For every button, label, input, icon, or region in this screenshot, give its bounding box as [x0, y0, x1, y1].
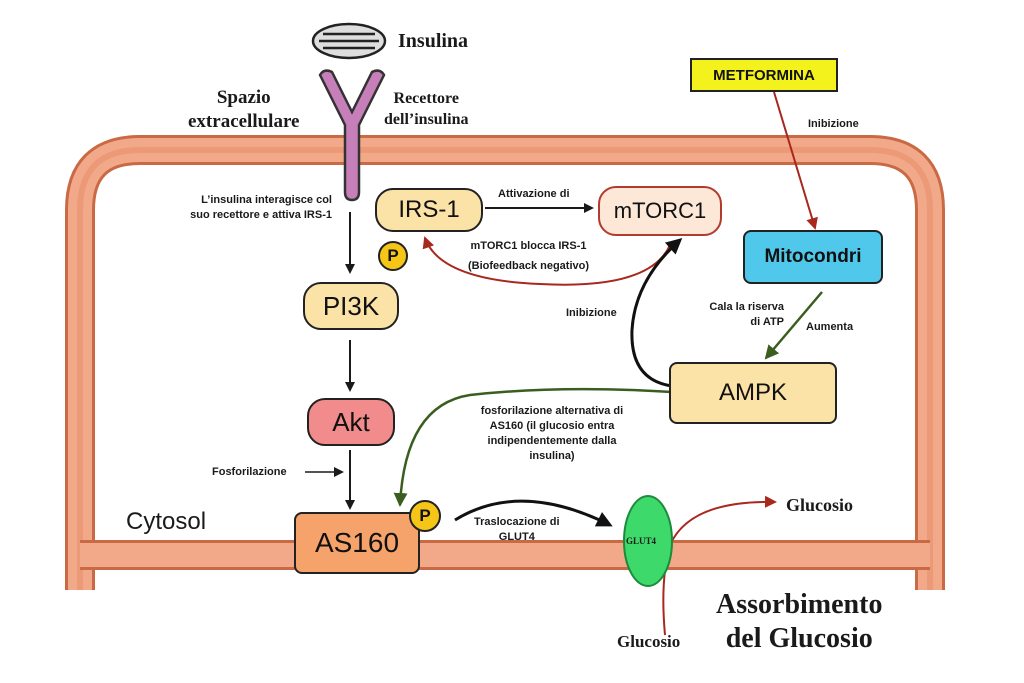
arrow-ampk-mtorc1 [630, 238, 683, 388]
activation-label: Attivazione di [498, 188, 570, 200]
insulin-note-label: L’insulina interagisce col suo recettore… [190, 194, 332, 221]
inhibition-metformin-label: Inibizione [808, 118, 859, 130]
akt-label: Akt [332, 406, 370, 437]
mtorc1-label: mTORC1 [613, 198, 707, 223]
insulin-molecule-icon [311, 22, 387, 60]
insulin-label: Insulina [398, 30, 469, 52]
as160-phosphate: P [409, 500, 441, 532]
atp-reserve-label: Cala la riserva di ATP [709, 301, 784, 328]
as160-phosphate-label: P [419, 506, 431, 525]
arrow-feedback-mtorc1-irs1 [422, 236, 671, 286]
mitocondri-node: Mitocondri [743, 230, 883, 284]
glut4-translocation-label: Traslocazione di GLUT4 [474, 516, 560, 543]
glucose-out-label: Glucosio [786, 495, 854, 515]
irs1-node: IRS-1 [375, 188, 483, 232]
glut4-transporter [623, 495, 673, 587]
metformina-node: METFORMINA [690, 58, 838, 92]
pi3k-label: PI3K [322, 290, 380, 321]
pi3k-node: PI3K [303, 282, 399, 330]
arrow-metformin-mitochondria [773, 91, 818, 230]
insulin-receptor-icon [318, 69, 386, 202]
absorption-title: Assorbimento del Glucosio [716, 589, 883, 654]
cytosol-label: Cytosol [126, 508, 207, 535]
metformina-label: METFORMINA [713, 66, 815, 84]
akt-node: Akt [307, 398, 395, 446]
glut4-label: GLUT4 [626, 536, 657, 546]
mitocondri-label: Mitocondri [764, 246, 862, 267]
arrow-ampk-as160 [393, 387, 673, 507]
irs1-phosphate: P [378, 241, 408, 271]
cell-membrane [65, 135, 945, 590]
alt-phosphorylation-label: fosforilazione alternativa di AS160 (il … [480, 405, 624, 462]
irs1-phosphate-label: P [387, 246, 399, 265]
as160-label: AS160 [314, 527, 400, 558]
inhibition-ampk-label: Inibizione [566, 307, 617, 319]
mtorc1-node: mTORC1 [598, 186, 722, 236]
phosphorylation-label: Fosforilazione [212, 466, 287, 478]
ampk-node: AMPK [669, 362, 837, 424]
increases-label: Aumenta [806, 321, 854, 333]
arrow-mitochondria-ampk [764, 291, 823, 360]
as160-node: AS160 [294, 512, 420, 574]
receptor-label: Recettore dell’insulina [384, 90, 469, 128]
ampk-label: AMPK [718, 379, 787, 406]
feedback-label: mTORC1 blocca IRS-1 (Biofeedback negativ… [468, 240, 590, 272]
irs1-label: IRS-1 [398, 196, 460, 223]
arrow-as160-glut4 [454, 499, 613, 527]
extracellular-label: Spazio extracellulare [188, 87, 300, 132]
glucose-in-label: Glucosio [617, 632, 681, 651]
